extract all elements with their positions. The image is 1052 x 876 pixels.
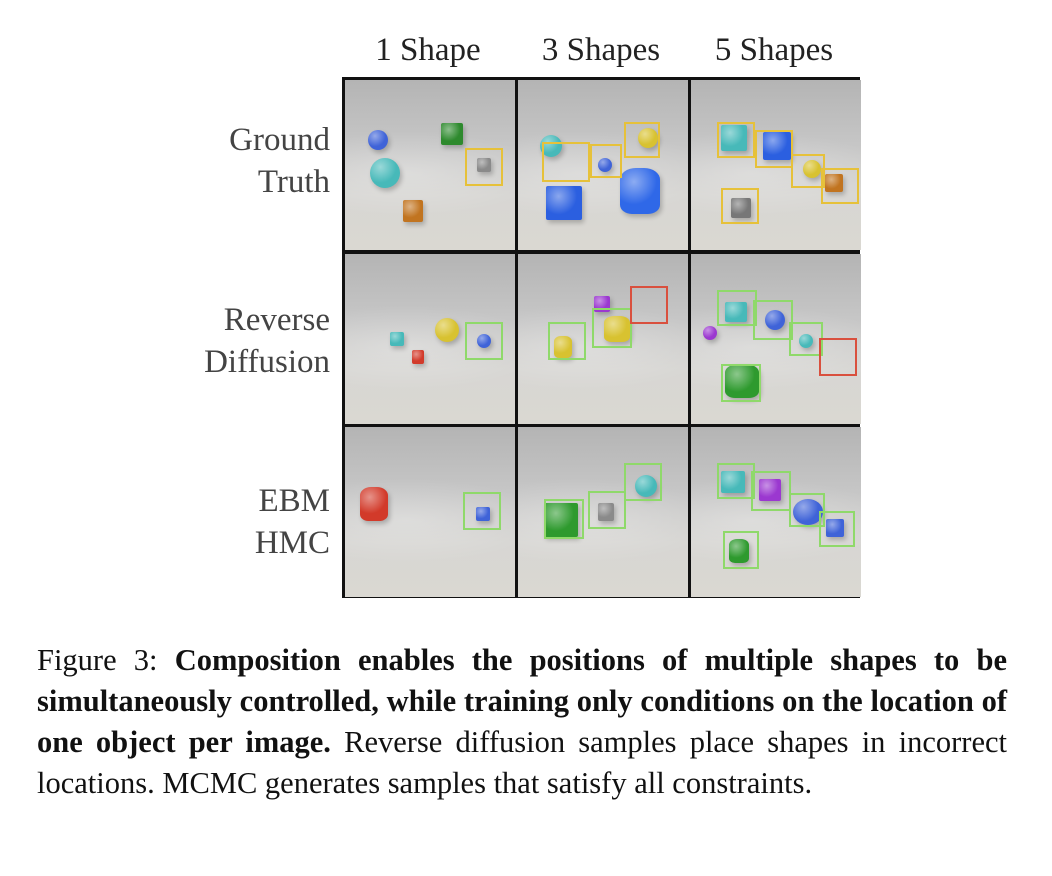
sphere-object	[635, 475, 657, 497]
location-bounding-box	[588, 491, 626, 529]
sample-image	[518, 427, 688, 597]
location-bounding-box	[624, 463, 662, 501]
sphere-object	[799, 334, 813, 348]
location-bounding-box	[789, 322, 823, 356]
sphere-object	[803, 160, 821, 178]
location-bounding-box	[717, 290, 757, 326]
location-bounding-box	[721, 364, 761, 402]
sample-image	[691, 427, 861, 597]
location-bounding-box	[590, 144, 622, 178]
cube-object	[598, 503, 614, 521]
sample-image	[518, 254, 688, 424]
cylinder-object	[360, 487, 388, 521]
location-bounding-box	[791, 154, 825, 188]
figure-caption: Figure 3: Composition enables the positi…	[37, 640, 1007, 804]
location-bounding-box	[548, 322, 586, 360]
sphere-object	[477, 334, 491, 348]
sample-image	[345, 427, 515, 597]
sphere-object	[765, 310, 785, 330]
location-bounding-box	[721, 188, 759, 224]
location-bounding-box	[821, 168, 859, 204]
cube-object	[441, 123, 463, 145]
location-bounding-box	[465, 148, 503, 186]
sphere-object	[638, 128, 658, 148]
cylinder-object	[604, 316, 630, 342]
location-bounding-box	[592, 308, 632, 348]
cube-object	[403, 200, 423, 222]
row-label-line: Diffusion	[204, 344, 330, 380]
cube-object	[544, 503, 578, 537]
cylinder-object	[729, 539, 749, 563]
cube-object	[826, 519, 844, 537]
cube-object	[759, 479, 781, 501]
sample-image-grid	[342, 77, 861, 598]
caption-figure-number: Figure 3:	[37, 643, 175, 677]
caption-body: Reverse diffusion samples place shapes i…	[37, 725, 1007, 800]
row-label-line: HMC	[254, 525, 330, 561]
cube-object	[412, 350, 424, 364]
location-bounding-box	[819, 511, 855, 547]
location-bounding-box	[753, 300, 793, 340]
cube-object	[763, 132, 791, 160]
sphere-object	[793, 499, 823, 525]
row-label-line: Reverse	[223, 302, 330, 338]
caption-bold-statement: Composition enables the positions of mul…	[37, 643, 1007, 759]
location-bounding-box	[542, 142, 590, 182]
location-bounding-box	[755, 130, 793, 168]
row-label-ebm-hmc: EBM HMC	[150, 480, 330, 564]
sphere-object	[540, 135, 562, 157]
cube-object	[825, 174, 843, 192]
location-bounding-box	[544, 499, 584, 539]
location-bounding-box	[819, 338, 857, 376]
column-header-3-shapes: 3 Shapes	[541, 32, 661, 68]
cube-object	[725, 302, 747, 322]
sample-image	[345, 254, 515, 424]
sphere-object	[703, 326, 717, 340]
location-bounding-box	[624, 122, 660, 158]
sphere-object	[435, 318, 459, 342]
sample-image	[518, 80, 688, 250]
row-label-line: EBM	[258, 483, 330, 519]
cube-object	[731, 198, 751, 218]
sample-image	[691, 254, 861, 424]
cube-object	[390, 332, 404, 346]
sphere-object	[598, 158, 612, 172]
cylinder-object	[554, 336, 572, 358]
location-bounding-box	[789, 493, 825, 527]
location-bounding-box	[463, 492, 501, 530]
location-bounding-box	[465, 322, 503, 360]
location-bounding-box	[751, 471, 791, 511]
cube-object	[721, 125, 747, 151]
sphere-object	[368, 130, 388, 150]
location-bounding-box	[717, 463, 755, 499]
column-header-1-shape: 1 Shape	[375, 32, 481, 68]
cube-object	[476, 507, 490, 521]
cylinder-object	[725, 364, 759, 398]
row-label-line: Truth	[257, 164, 330, 200]
location-bounding-box	[717, 122, 755, 158]
sample-image	[345, 80, 515, 250]
location-bounding-box	[630, 286, 668, 324]
column-header-5-shapes: 5 Shapes	[714, 32, 834, 68]
row-label-reverse-diffusion: Reverse Diffusion	[150, 299, 330, 383]
row-label-ground-truth: Ground Truth	[150, 119, 330, 203]
row-label-line: Ground	[229, 122, 330, 158]
cube-object	[721, 471, 745, 493]
cylinder-object	[620, 168, 660, 214]
location-bounding-box	[723, 531, 759, 569]
sample-image	[691, 80, 861, 250]
cube-object	[477, 158, 491, 172]
cube-object	[546, 186, 582, 220]
sphere-object	[370, 158, 400, 188]
